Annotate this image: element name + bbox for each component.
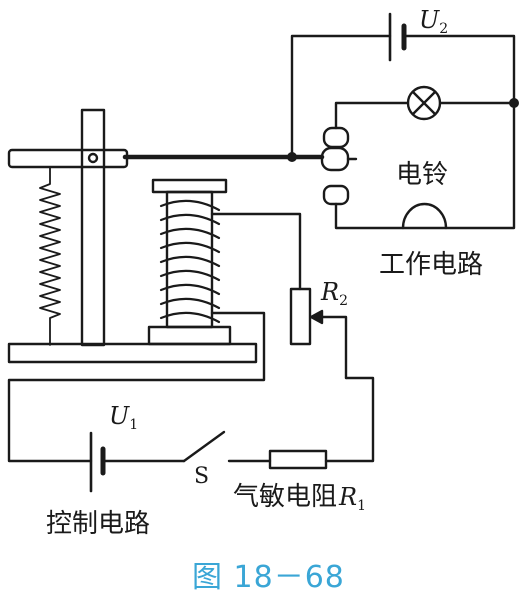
label-u2-letter: U <box>419 6 440 34</box>
label-gas-resistor-text: 气敏电阻 <box>233 482 338 512</box>
moving-contact <box>320 146 350 172</box>
label-u1-sub: 1 <box>129 417 139 433</box>
rheostat-r2 <box>289 287 312 346</box>
label-r1-letter: R <box>339 483 358 511</box>
bell-icon <box>401 202 448 230</box>
working-top-wire <box>290 34 392 159</box>
support-post <box>80 108 106 347</box>
label-r1-sub: 1 <box>357 498 367 514</box>
label-u1: U1 <box>109 404 138 432</box>
label-u1-letter: U <box>109 402 130 430</box>
label-switch: S <box>194 464 210 489</box>
figure-caption: 图 18－68 <box>192 560 345 595</box>
label-u2-sub: 2 <box>439 21 449 37</box>
label-r2-sub: 2 <box>339 293 348 309</box>
label-r2: R2 <box>321 280 348 308</box>
lamp-cross-b <box>411 90 437 116</box>
coil-to-r2-wire <box>210 212 302 291</box>
spring-icon <box>39 166 61 346</box>
slider-wire <box>312 315 348 380</box>
slider-arrowhead <box>309 309 324 325</box>
core-top-cap <box>151 178 228 194</box>
label-gas-resistor: 气敏电阻R1 <box>233 484 366 513</box>
bell-left-wire <box>334 202 405 230</box>
working-top-wire-right <box>402 34 516 105</box>
label-u2: U2 <box>419 8 448 36</box>
core-bottom-block <box>147 325 232 346</box>
pivot-icon <box>87 152 99 164</box>
label-working-circuit: 工作电路 <box>379 250 484 280</box>
lever-left-block <box>7 148 129 169</box>
lamp-left-wire <box>334 101 410 130</box>
switch-s-blade <box>182 430 226 463</box>
label-r2-letter: R <box>321 278 340 306</box>
lamp-icon <box>406 85 442 121</box>
battery-to-coil-wire <box>7 311 266 463</box>
label-bell: 电铃 <box>396 160 449 190</box>
upper-contact <box>322 126 350 149</box>
gas-resistor-r1 <box>268 449 328 470</box>
bell-branch-wire <box>444 101 516 230</box>
coil-icon <box>159 199 221 324</box>
right-control-wire <box>324 376 375 463</box>
lower-contact <box>322 184 350 206</box>
base-plate <box>7 342 258 364</box>
junction-dot-right <box>509 98 519 108</box>
label-control-circuit: 控制电路 <box>46 509 151 539</box>
junction-dot-left <box>287 152 297 162</box>
